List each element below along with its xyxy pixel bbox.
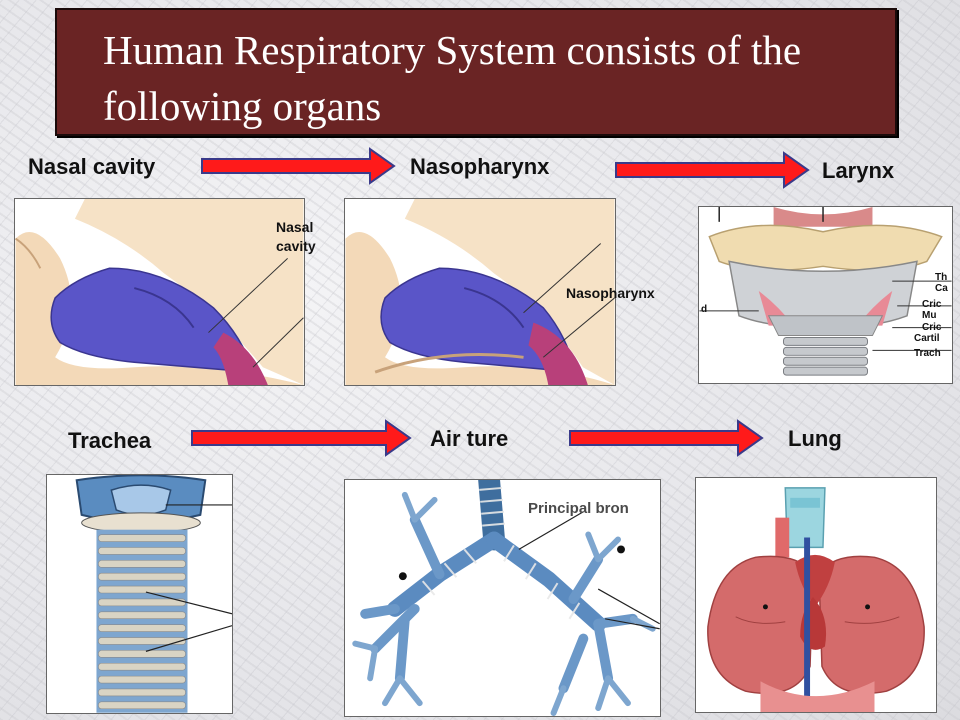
nasal-cavity-illustration	[14, 198, 305, 386]
annotation-larynx-4: Mu	[922, 310, 937, 321]
annotation-larynx-1: Th	[935, 272, 948, 283]
annotation-larynx-7: Trach	[914, 348, 941, 359]
annotation-larynx-2: Ca	[935, 283, 948, 294]
bronchi-illustration	[344, 479, 661, 717]
page-title: Human Respiratory System consists of the…	[103, 27, 802, 129]
trachea-illustration	[46, 474, 233, 714]
larynx-illustration	[698, 206, 953, 384]
title-banner: Human Respiratory System consists of the…	[55, 8, 897, 136]
annotation-larynx-left: d	[701, 304, 708, 315]
label-air-ture: Air ture	[430, 426, 509, 451]
label-lung: Lung	[788, 426, 842, 451]
annotation-cavity: cavity	[276, 238, 316, 254]
label-trachea: Trachea	[68, 428, 152, 453]
annotation-larynx-6: Cartil	[914, 333, 940, 344]
annotation-larynx-3: Cric	[922, 299, 942, 310]
annotation-nasal: Nasal	[276, 219, 314, 235]
annotation-principal-bronchus: Principal bron	[528, 500, 629, 517]
annotation-larynx-5: Cric	[922, 322, 942, 333]
label-nasopharynx: Nasopharynx	[410, 154, 550, 179]
annotation-nasopharynx: Nasopharynx	[566, 285, 655, 301]
label-larynx: Larynx	[822, 158, 895, 183]
arrow-right-icon	[615, 151, 810, 189]
arrow-right-icon	[201, 147, 396, 185]
label-nasal-cavity: Nasal cavity	[28, 154, 156, 179]
lung-illustration	[695, 477, 937, 713]
arrow-right-icon	[569, 419, 764, 457]
nasopharynx-illustration	[344, 198, 616, 386]
arrow-right-icon	[191, 419, 412, 457]
